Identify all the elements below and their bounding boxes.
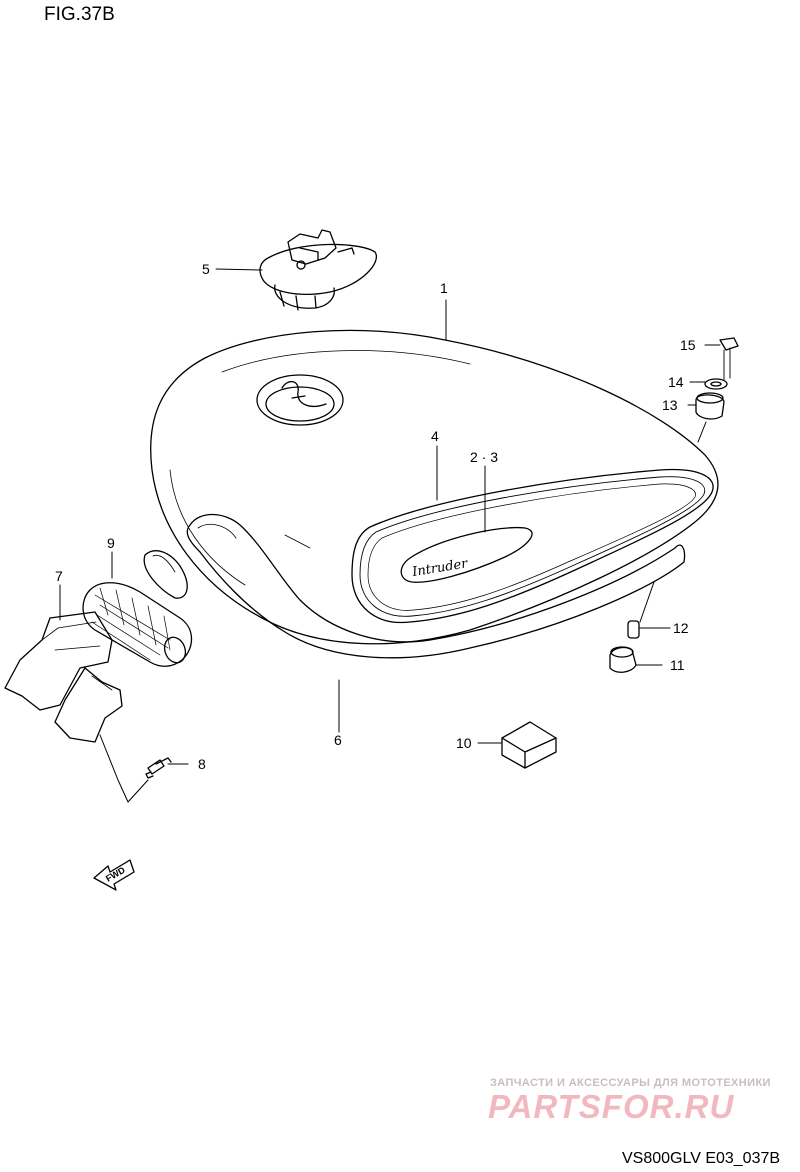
- figure-title: FIG.37B: [44, 4, 115, 25]
- callout-12: 12: [673, 620, 689, 636]
- fwd-arrow: [93, 859, 135, 891]
- tank-side-strip: [143, 513, 686, 659]
- rubber-cushion: [82, 582, 193, 667]
- callout-10: 10: [456, 735, 472, 751]
- callout-15: 15: [680, 337, 696, 353]
- callout-5: 5: [202, 261, 210, 277]
- rubber-mount: [609, 646, 637, 673]
- callout-9: 9: [107, 535, 115, 551]
- callout-1: 1: [440, 280, 448, 296]
- bracket-covers: [4, 611, 123, 743]
- callout-6: 6: [334, 732, 342, 748]
- callout-numbers: 1 2 · 3 4 5 6 7 8 9 10 11 12 13 14 15: [55, 261, 696, 772]
- bolt-assembly: [695, 337, 739, 420]
- tank-trim: [351, 468, 714, 624]
- tank-emblem: Intruder: [400, 526, 533, 583]
- callout-8: 8: [198, 756, 206, 772]
- fuel-cap: [259, 229, 377, 311]
- callout-2-3: 2 · 3: [470, 449, 498, 465]
- callout-7: 7: [55, 568, 63, 584]
- watermark-brand: PARTSFOR.RU: [488, 1088, 735, 1125]
- emblem-script-text: Intruder: [410, 556, 469, 580]
- fuel-tank: [150, 329, 719, 645]
- figure-code: VS800GLV E03_037B: [622, 1150, 781, 1167]
- screw: [145, 757, 172, 779]
- leader-lines: [59, 268, 721, 803]
- callout-13: 13: [662, 397, 678, 413]
- cushion-block: [501, 721, 557, 769]
- watermark-tagline: ЗАПЧАСТИ И АКСЕССУАРЫ ДЛЯ МОТОТЕХНИКИ: [490, 1077, 771, 1089]
- callout-4: 4: [431, 428, 439, 444]
- callout-14: 14: [668, 374, 684, 390]
- collar: [627, 620, 640, 639]
- callout-11: 11: [670, 657, 685, 673]
